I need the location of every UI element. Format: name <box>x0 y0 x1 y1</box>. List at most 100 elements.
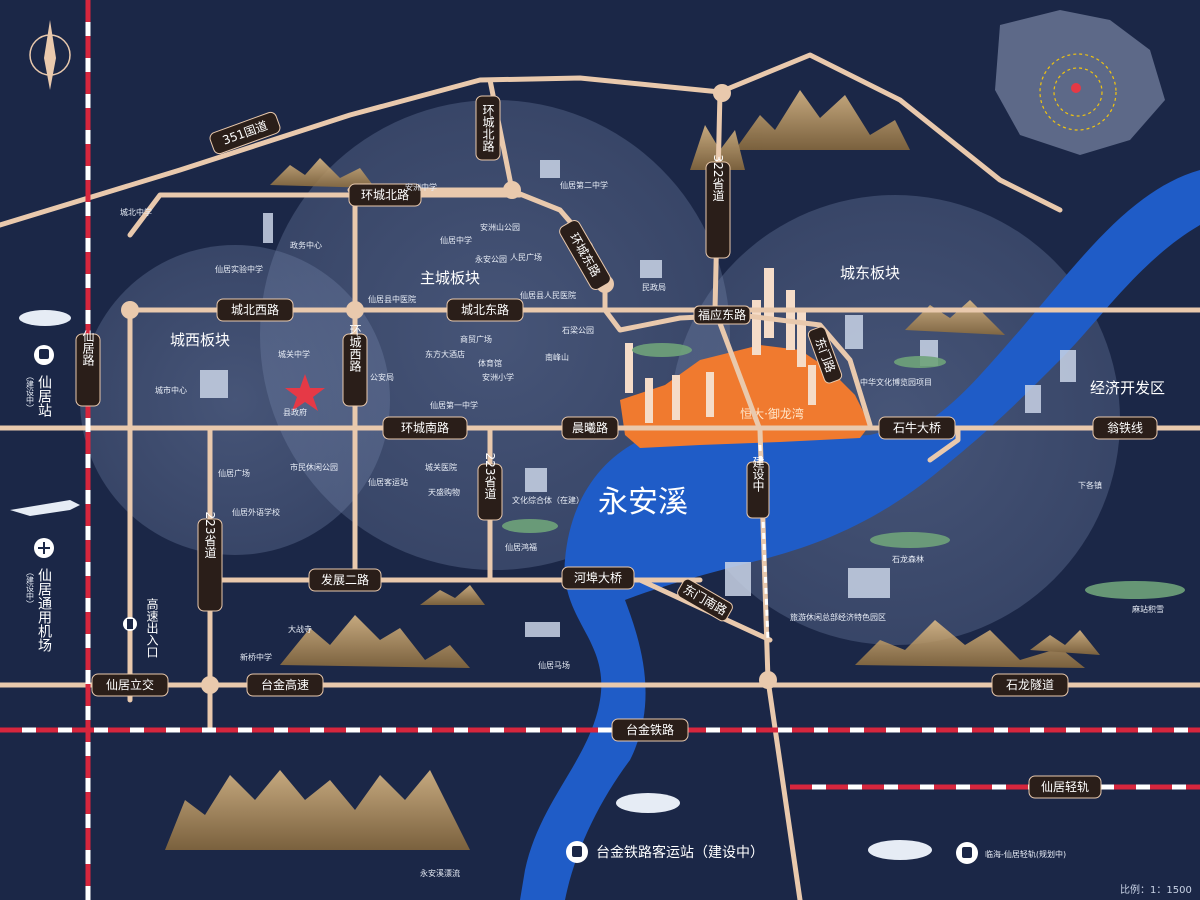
linhai-light-rail-station: 临海-仙居轻轨(规划中) <box>868 840 1066 864</box>
svg-text:建设中: 建设中 <box>751 456 765 492</box>
svg-text:城市中心: 城市中心 <box>155 385 187 395</box>
poi-labels: 城北中学 仙居第二中学 仙居中学 安洲山公园 人民广场 仙居县人民医院 政务中心… <box>120 180 666 670</box>
xiagezhen-label: 下各镇 <box>1078 480 1102 490</box>
rafting-label: 永安溪漂流 <box>420 868 460 878</box>
road-label-chengbei-west: 城北西路 <box>216 298 294 322</box>
svg-text:发展二路: 发展二路 <box>321 572 369 587</box>
svg-text:仙居实验中学: 仙居实验中学 <box>215 264 263 274</box>
svg-text:福应东路: 福应东路 <box>698 307 746 322</box>
gaosu-exit-label: 高速出入口 <box>145 597 159 658</box>
road-label-huancheng-south: 环城南路 <box>382 416 468 440</box>
svg-text:仙居轻轨: 仙居轻轨 <box>1041 780 1089 794</box>
road-label-r322: 322省道 <box>705 155 731 259</box>
svg-text:城北中学: 城北中学 <box>120 207 152 217</box>
road-label-351: 351国道 <box>209 111 281 155</box>
svg-text:民政局: 民政局 <box>642 282 666 292</box>
svg-text:县政府: 县政府 <box>283 407 307 417</box>
svg-text:永安公园: 永安公园 <box>475 254 507 264</box>
highway-exit-icon <box>123 617 137 631</box>
svg-text:仙居通用机场: 仙居通用机场 <box>36 568 52 653</box>
star-icon <box>285 374 325 411</box>
svg-text:安洲山公园: 安洲山公园 <box>480 222 520 232</box>
svg-text:临海-仙居轻轨(规划中): 临海-仙居轻轨(规划中) <box>985 849 1066 859</box>
road-label-huancheng-north: 环城北路 <box>348 183 422 207</box>
svg-text:仙居站: 仙居站 <box>36 375 52 417</box>
road-label-huancheng-north-vertical: 环城北路 <box>475 95 501 161</box>
road-label-shilong-tunnel: 石龙隧道 <box>991 673 1069 697</box>
svg-text:仙居外语学校: 仙居外语学校 <box>232 507 280 517</box>
road-label-light-rail: 仙居轻轨 <box>1028 775 1102 799</box>
xianju-station: 仙居站 （建设中） <box>19 310 71 417</box>
svg-text:（建设中）: （建设中） <box>26 372 35 412</box>
svg-text:安洲小学: 安洲小学 <box>482 372 514 382</box>
road-label-chengbei-east: 城北东路 <box>446 298 524 322</box>
district-label-west: 城西板块 <box>170 331 230 349</box>
svg-text:体育馆: 体育馆 <box>478 358 502 368</box>
svg-text:城关医院: 城关医院 <box>425 462 457 472</box>
road-label-shiniu-bridge: 石牛大桥 <box>878 416 956 440</box>
road-label-wengtie: 翁铁线 <box>1092 416 1158 440</box>
svg-text:石龙隧道: 石龙隧道 <box>1006 677 1054 692</box>
road-label-xianju-interchange: 仙居立交 <box>91 673 169 697</box>
airport: 仙居通用机场 （建设中） <box>10 500 80 653</box>
svg-text:人民广场: 人民广场 <box>510 252 542 262</box>
road-label-taijin-expressway: 台金高速 <box>246 673 324 697</box>
svg-text:环城北路: 环城北路 <box>481 104 495 153</box>
svg-text:城北东路: 城北东路 <box>461 302 509 317</box>
svg-text:台金铁路: 台金铁路 <box>626 722 674 737</box>
road-label-taijin-railway: 台金铁路 <box>611 718 689 742</box>
road-label-chenxi: 晨曦路 <box>561 416 619 440</box>
road-label-fazhan2: 发展二路 <box>308 568 382 592</box>
svg-text:223省道: 223省道 <box>483 453 497 500</box>
svg-text:仙居立交: 仙居立交 <box>106 677 154 692</box>
yongan-river <box>520 170 1200 900</box>
svg-text:文化综合体（在建）: 文化综合体（在建） <box>512 495 584 505</box>
road-label-r223: 223省道 <box>197 512 223 612</box>
svg-text:商贸广场: 商贸广场 <box>460 334 492 344</box>
plane-icon <box>10 500 80 516</box>
road-labels: 351国道 环城北路 环城北路 环城东路 322省道 城北西路 城北东路 福应 <box>75 95 1158 799</box>
svg-text:台金铁路客运站（建设中）: 台金铁路客运站（建设中） <box>596 844 764 861</box>
svg-text:仙居县人民医院: 仙居县人民医院 <box>520 290 576 300</box>
taijin-station: 台金铁路客运站（建设中） <box>566 793 764 863</box>
building-icons <box>200 160 1076 637</box>
shidong-label: 石龙森林 <box>892 554 924 564</box>
svg-text:高速出入口: 高速出入口 <box>145 597 159 658</box>
svg-text:新桥中学: 新桥中学 <box>240 652 272 662</box>
svg-text:城北西路: 城北西路 <box>231 302 279 317</box>
svg-text:（建设中）: （建设中） <box>26 568 35 608</box>
green-hills <box>502 343 1185 599</box>
road-label-jianshe: 建设中 <box>746 456 770 519</box>
svg-text:仙居路: 仙居路 <box>81 330 95 367</box>
svg-text:环城北路: 环城北路 <box>361 187 409 202</box>
scale-label: 比例：1：1500 <box>1120 883 1192 896</box>
district-label-main: 主城板块 <box>420 269 480 287</box>
svg-text:环城南路: 环城南路 <box>401 420 449 435</box>
district-label-econ: 经济开发区 <box>1090 379 1165 397</box>
road-label-xianju-road: 仙居路 <box>75 330 101 407</box>
road-label-huancheng-west: 环城西路 <box>342 324 368 407</box>
road-label-hetong-bridge: 河埠大桥 <box>561 566 635 590</box>
svg-text:晨曦路: 晨曦路 <box>572 420 608 435</box>
svg-text:石牛大桥: 石牛大桥 <box>893 420 941 435</box>
svg-text:南峰山: 南峰山 <box>545 352 569 362</box>
svg-text:政务中心: 政务中心 <box>290 240 322 250</box>
svg-text:市民休闲公园: 市民休闲公园 <box>290 462 338 472</box>
train-icon <box>34 345 54 365</box>
svg-text:223省道: 223省道 <box>203 512 217 559</box>
inset-map <box>995 10 1165 155</box>
svg-text:城关中学: 城关中学 <box>278 349 310 359</box>
svg-text:环城西路: 环城西路 <box>348 324 362 373</box>
svg-text:安洲中学: 安洲中学 <box>405 182 437 192</box>
svg-text:台金高速: 台金高速 <box>261 677 309 692</box>
svg-text:仙居客运站: 仙居客运站 <box>368 477 408 487</box>
svg-text:仙居第二中学: 仙居第二中学 <box>560 180 608 190</box>
svg-text:仙居第一中学: 仙居第一中学 <box>430 400 478 410</box>
project-label: 中华文化博览园项目 <box>860 377 932 387</box>
mazhan-label: 麻站积雪 <box>1132 604 1164 614</box>
svg-text:仙居广场: 仙居广场 <box>218 468 250 478</box>
district-label-east: 城东板块 <box>840 264 900 282</box>
main-district-circle <box>260 100 730 570</box>
